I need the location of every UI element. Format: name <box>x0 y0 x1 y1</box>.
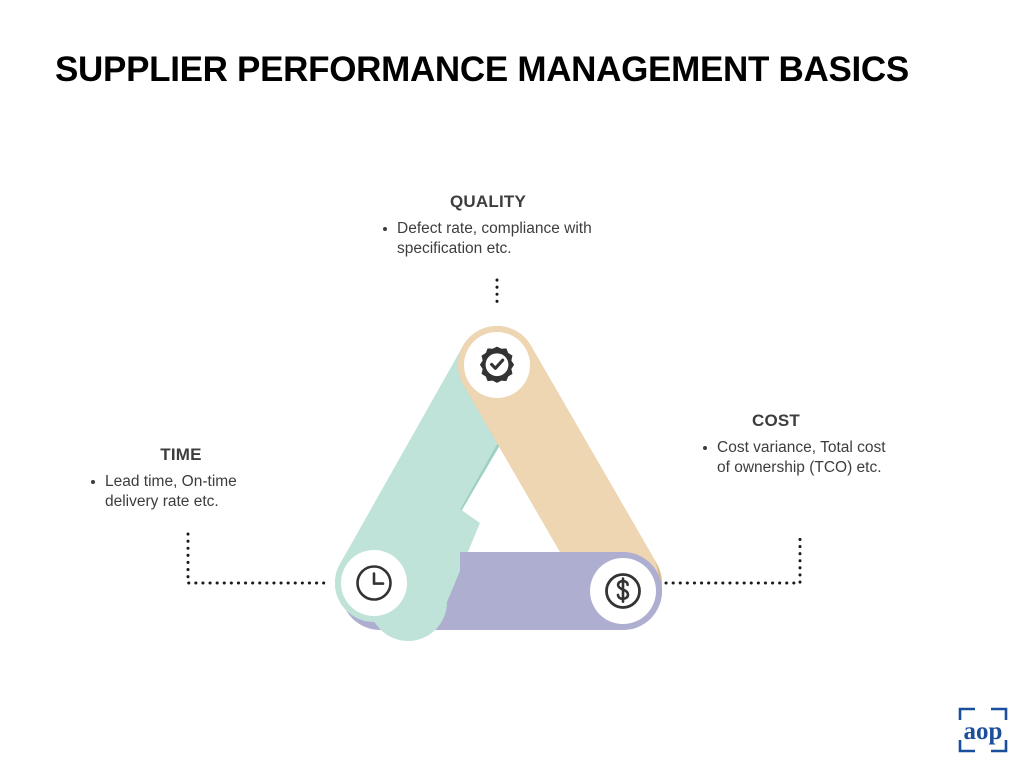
quality-bullets: Defect rate, compliance with specificati… <box>362 219 662 259</box>
quality-icon-disc <box>464 332 530 398</box>
cost-bullets: Cost variance, Total cost of ownership (… <box>700 438 950 478</box>
list-item: Defect rate, compliance with specificati… <box>380 219 605 259</box>
clock-icon <box>356 565 392 601</box>
node-label-quality: QUALITY Defect rate, compliance with spe… <box>362 192 662 259</box>
time-bullets: Lead time, On-time delivery rate etc. <box>72 472 312 512</box>
node-label-cost: COST Cost variance, Total cost of owners… <box>700 411 950 478</box>
time-icon-disc <box>341 550 407 616</box>
connector-time <box>182 530 332 595</box>
quality-bar <box>458 326 662 622</box>
connector-cost <box>662 530 812 595</box>
cost-heading: COST <box>751 411 801 430</box>
quality-heading: QUALITY <box>449 192 526 211</box>
badge-check-icon <box>479 346 515 383</box>
list-item: Cost variance, Total cost of ownership (… <box>700 438 900 478</box>
logo-frame <box>958 707 1008 753</box>
time-heading: TIME <box>160 445 202 464</box>
connector-quality <box>490 278 510 317</box>
aop-logo: aop <box>957 706 1009 754</box>
page-title: SUPPLIER PERFORMANCE MANAGEMENT BASICS <box>55 50 909 89</box>
node-label-time: TIME Lead time, On-time delivery rate et… <box>72 445 312 512</box>
list-item: Lead time, On-time delivery rate etc. <box>88 472 288 512</box>
dollar-circle-icon <box>605 573 641 609</box>
triangle-diagram <box>290 295 710 645</box>
cost-icon-disc <box>590 558 656 624</box>
logo-text: aop <box>964 718 1003 745</box>
